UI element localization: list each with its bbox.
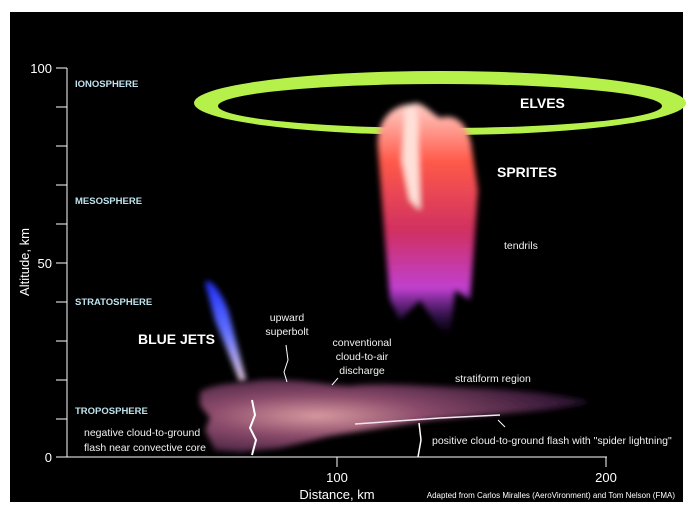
y-tick-100: 100 [30, 61, 52, 76]
credit-text: Adapted from Carlos Miralles (AeroVironm… [427, 491, 676, 500]
y-axis [56, 67, 68, 458]
label-cloud-to-air-1: conventional [333, 337, 392, 349]
layer-ionosphere: IONOSPHERE [75, 79, 138, 90]
x-axis [56, 456, 607, 467]
x-tick-200: 200 [595, 470, 617, 485]
label-upward-superbolt-1: upward [270, 312, 305, 324]
x-axis-label: Distance, km [299, 487, 374, 502]
label-stratiform: stratiform region [455, 373, 531, 385]
y-tick-0: 0 [45, 450, 52, 465]
y-axis-label: Altitude, km [17, 228, 32, 296]
label-sprites: SPRITES [497, 164, 557, 180]
label-upward-superbolt-2: superbolt [265, 326, 308, 338]
layer-troposphere: TROPOSPHERE [75, 406, 148, 417]
label-cloud-to-air-2: cloud-to-air [336, 351, 389, 363]
label-positive-cg: positive cloud-to-ground flash with "spi… [432, 435, 672, 447]
x-tick-100: 100 [326, 470, 348, 485]
label-cloud-to-air-3: discharge [339, 365, 385, 377]
label-tendrils: tendrils [504, 240, 538, 252]
label-negative-cg-1: negative cloud-to-ground [84, 427, 200, 439]
label-blue-jets: BLUE JETS [138, 331, 215, 347]
elves-ring [194, 71, 686, 135]
layer-mesosphere: MESOSPHERE [75, 196, 142, 207]
blue-jet-shape [205, 281, 246, 382]
y-tick-50: 50 [38, 256, 52, 271]
label-negative-cg-2: flash near convective core [84, 442, 206, 454]
layer-stratosphere: STRATOSPHERE [75, 297, 152, 308]
sprites-shape [377, 103, 478, 335]
label-elves: ELVES [520, 95, 565, 111]
thundercloud [200, 344, 590, 458]
